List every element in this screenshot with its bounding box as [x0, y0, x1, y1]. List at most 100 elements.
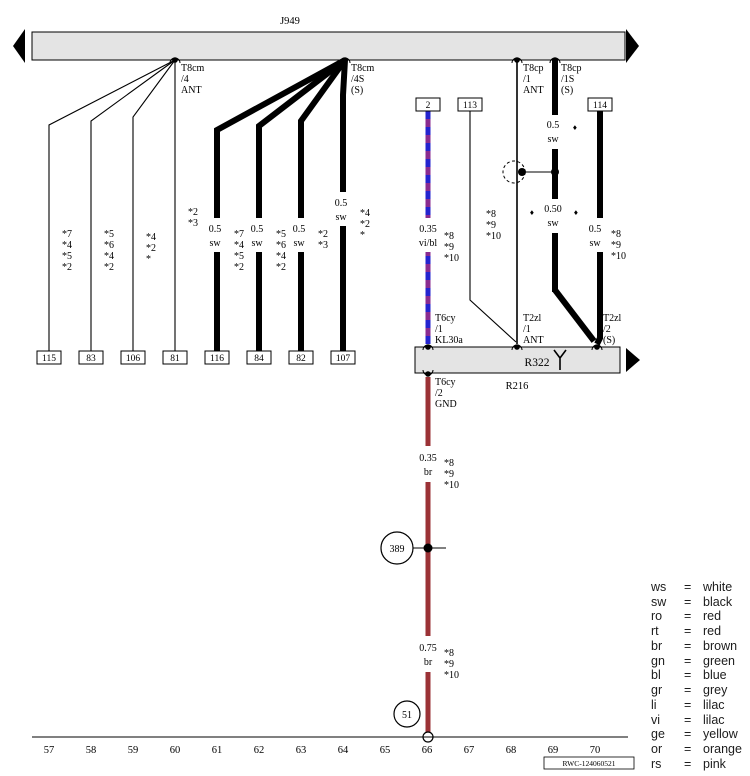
star-label: *4	[234, 240, 244, 251]
terminal-box	[162, 350, 188, 365]
legend-abbr: ws	[650, 580, 666, 594]
terminal-number: 83	[86, 354, 96, 364]
gnd-brown-wire: 0.35 br *8 *9 *10 0.75 br *8 *9 *10	[419, 377, 459, 732]
ruler-number: 65	[380, 745, 391, 756]
connector-t8cm-4-ant: T8cm /4 ANT	[169, 57, 205, 96]
wire-g-labels: 0.5 sw *2 *3	[293, 224, 328, 251]
wire-segment	[469, 111, 517, 343]
legend-name: green	[703, 654, 735, 668]
connector-label: T8cm	[351, 63, 375, 74]
legend-abbr: bl	[651, 668, 661, 682]
legend-equals: =	[684, 609, 691, 623]
star-label: *8	[444, 648, 454, 659]
component-box-number: 2	[426, 101, 431, 111]
terminal-box	[78, 350, 104, 365]
ruler-number: 66	[422, 745, 433, 756]
diamond-mark: ♦	[573, 209, 579, 217]
connector-label: (S)	[603, 335, 615, 346]
solder-junction	[502, 160, 559, 184]
connector-label: GND	[435, 399, 457, 410]
wire-color: sw	[251, 238, 263, 249]
wire-gauge: 0.35	[419, 453, 437, 464]
wire-gauge: 0.5	[293, 224, 306, 235]
legend-abbr: gn	[651, 654, 665, 668]
wire-a-stars: *7 *4 *5 *2	[62, 229, 72, 273]
wire-gauge: 0.75	[419, 643, 437, 654]
star-label: *	[360, 230, 365, 241]
wire-segment	[90, 59, 176, 351]
r322-bar	[414, 346, 621, 374]
drawing-code: RWC-124060521	[563, 759, 616, 768]
component-box	[415, 97, 441, 112]
terminal-number: 107	[336, 354, 351, 364]
connector-pin-dot	[594, 344, 600, 350]
wire-color: sw	[589, 238, 601, 249]
ruler-number: 64	[338, 745, 349, 756]
connector-pin-dot	[342, 57, 348, 63]
wire-c-stars: *4 *2 *	[146, 232, 156, 265]
legend-name: orange	[703, 742, 742, 756]
legend-abbr: rs	[651, 757, 661, 771]
connector-label: /1S	[561, 74, 574, 85]
wire-t8cp1s: 0.5 sw ♦ 0.50 sw ♦ ♦	[529, 60, 597, 343]
bus-left-arrow-icon	[13, 29, 25, 63]
legend-equals: =	[684, 580, 691, 594]
legend-name: red	[703, 624, 721, 638]
legend-equals: =	[684, 639, 691, 653]
track-ruler: 57 58 59 60 61 62 63 64 65 66 67 68 69 7…	[32, 736, 635, 770]
connector-label: T8cp	[523, 63, 544, 74]
legend-name: red	[703, 609, 721, 623]
legend-name: yellow	[703, 727, 739, 741]
star-label: *8	[444, 458, 454, 469]
ruler-number: 59	[128, 745, 139, 756]
star-label: *10	[444, 480, 459, 491]
terminal-number: 51	[402, 710, 412, 721]
star-label: *4	[146, 232, 156, 243]
legend-name: blue	[703, 668, 727, 682]
wire-114: 0.5 sw *8 *9 *10	[589, 111, 626, 346]
wire-segment	[256, 57, 347, 218]
connector-label: T2zl	[523, 313, 542, 324]
legend-abbr: sw	[651, 595, 667, 609]
drawing-code-box	[543, 756, 635, 770]
star-label: *9	[611, 240, 621, 251]
wire-gauge: 0.5	[547, 120, 560, 131]
ruler-number: 70	[590, 745, 601, 756]
wire-e-labels: 0.5 sw *7 *4 *5 *2	[209, 224, 244, 273]
legend-name: black	[703, 595, 733, 609]
star-label: *9	[486, 220, 496, 231]
legend-equals: =	[684, 683, 691, 697]
connector-label: (S)	[351, 85, 363, 96]
star-label: *10	[611, 251, 626, 262]
star-label: *2	[62, 262, 72, 273]
connector-label: /1	[435, 324, 443, 335]
star-label: *10	[486, 231, 501, 242]
star-label: *2	[104, 262, 114, 273]
star-label: *7	[234, 229, 244, 240]
connector-pin-dot	[425, 344, 431, 350]
wire-segment	[48, 59, 176, 351]
junction-dot	[551, 168, 559, 176]
connector-label: KL30a	[435, 335, 463, 346]
legend-abbr: li	[651, 698, 657, 712]
r322-label: R322	[525, 357, 550, 369]
diamond-mark: ♦	[529, 209, 535, 217]
terminal-number: 82	[296, 354, 306, 364]
legend-equals: =	[684, 654, 691, 668]
star-label: *2	[188, 207, 198, 218]
star-label: *5	[276, 229, 286, 240]
connector-label: /2	[603, 324, 611, 335]
connector-label: T8cp	[561, 63, 582, 74]
star-label: *2	[318, 229, 328, 240]
connector-pin-dot	[172, 57, 178, 63]
star-label: *4	[62, 240, 72, 251]
terminal-box	[330, 350, 356, 365]
ruler-number: 57	[44, 745, 55, 756]
connector-label: /4	[181, 74, 189, 85]
wire-f-labels: 0.5 sw *5 *6 *4 *2	[251, 224, 286, 273]
ruler-number: 69	[548, 745, 559, 756]
wire-gauge: 0.5	[335, 198, 348, 209]
ruler-number: 68	[506, 745, 517, 756]
